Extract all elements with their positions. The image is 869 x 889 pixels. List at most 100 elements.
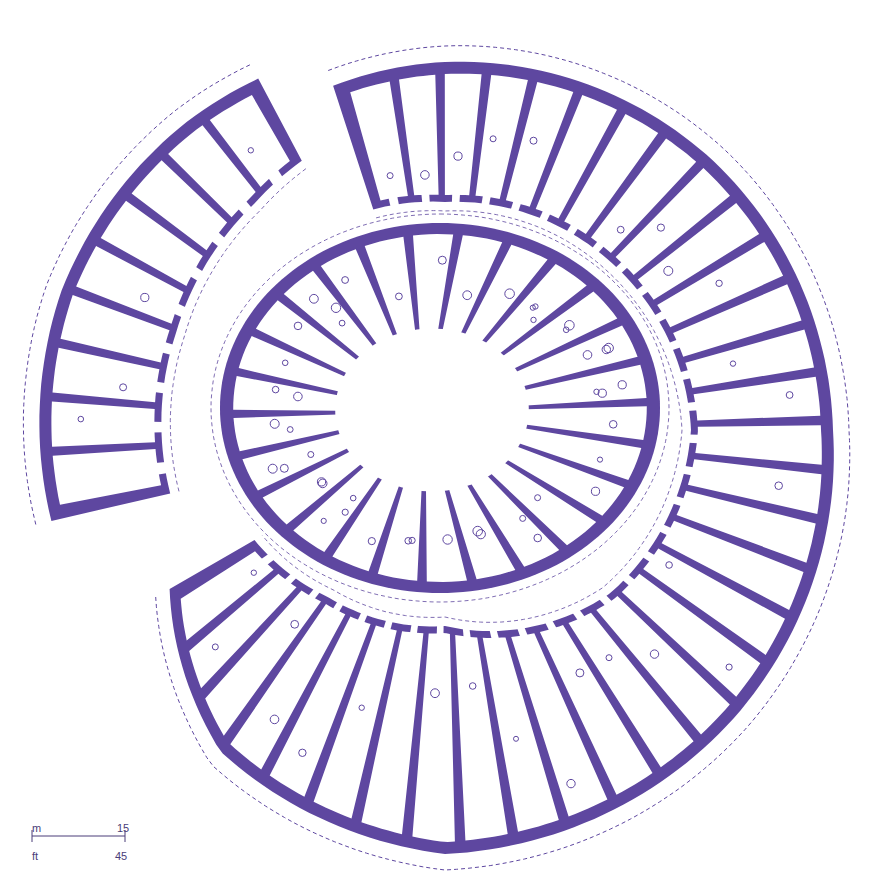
doorway (152, 422, 163, 433)
doorway (481, 194, 491, 206)
post-hole (490, 136, 496, 142)
post-hole (666, 562, 673, 569)
room (455, 635, 508, 841)
post-hole (583, 351, 592, 360)
doorway (388, 195, 399, 207)
post-hole (565, 321, 575, 331)
post-hole (368, 538, 375, 545)
post-hole (463, 291, 472, 300)
room (210, 95, 290, 187)
doorway (421, 193, 430, 204)
doorway (622, 574, 636, 587)
doorway (545, 620, 558, 632)
post-hole (291, 620, 299, 628)
doorway (437, 624, 444, 635)
post-hole (405, 538, 412, 545)
post-hole (317, 478, 325, 486)
post-hole (270, 419, 279, 428)
post-hole (438, 256, 446, 264)
post-hole (421, 171, 430, 180)
doorway (463, 627, 471, 639)
doorway (211, 232, 226, 248)
post-hole (342, 509, 348, 515)
doorway (686, 402, 698, 411)
doorway (410, 623, 418, 635)
post-hole (331, 303, 340, 312)
post-hole (78, 416, 84, 422)
post-hole (563, 327, 569, 333)
doorway (679, 370, 692, 380)
post-hole (359, 705, 364, 710)
inner-ring-wall (220, 223, 660, 593)
post-hole (141, 293, 149, 301)
post-hole (282, 360, 288, 366)
post-hole (339, 320, 345, 326)
room (694, 377, 821, 421)
doorway (642, 550, 656, 562)
doorway (566, 223, 579, 236)
post-hole (350, 495, 356, 501)
doorway (161, 342, 174, 355)
doorway (260, 553, 275, 565)
post-hole (396, 293, 403, 300)
room (365, 237, 416, 336)
post-hole (597, 457, 602, 462)
scale-line (32, 836, 125, 837)
room (685, 330, 814, 389)
post-hole (530, 305, 535, 310)
post-hole (268, 464, 277, 473)
post-hole (476, 530, 485, 539)
scale-label: 15 (117, 822, 129, 834)
room (51, 402, 155, 447)
post-hole (299, 749, 306, 756)
room (399, 75, 439, 196)
doorway (237, 200, 252, 216)
post-hole (726, 664, 732, 670)
doorway (383, 619, 393, 631)
post-hole (604, 343, 613, 352)
post-hole (775, 482, 783, 490)
post-hole (716, 280, 722, 286)
doorway (539, 210, 551, 223)
post-hole (469, 683, 476, 690)
scale-label-holder: 45 (115, 846, 127, 864)
doorway (489, 629, 499, 640)
post-hole (531, 317, 536, 322)
post-hole (576, 669, 584, 677)
doorway (452, 193, 460, 204)
room-interiors (51, 74, 821, 842)
room (695, 425, 822, 465)
doorway (284, 573, 298, 585)
post-hole (520, 515, 526, 521)
post-hole (120, 384, 127, 391)
room (181, 551, 274, 640)
post-hole (321, 518, 326, 523)
post-hole (618, 381, 626, 389)
room (445, 74, 482, 196)
post-hole (609, 421, 617, 429)
doorway (658, 524, 672, 536)
post-holes (78, 136, 793, 788)
doorway (636, 284, 650, 297)
doorway (592, 240, 605, 253)
post-hole (280, 464, 288, 472)
post-hole (650, 650, 658, 658)
doorway (173, 303, 187, 318)
post-hole (606, 655, 612, 661)
post-hole (530, 137, 537, 144)
post-hole (308, 452, 314, 458)
corridor-edge (211, 214, 669, 602)
post-hole (248, 148, 253, 153)
post-hole (535, 495, 541, 501)
scale-label-holder: m (32, 818, 41, 836)
post-hole (212, 644, 218, 650)
doorway (615, 261, 629, 274)
doorway (357, 611, 368, 623)
doorway (682, 466, 695, 476)
doorway (599, 594, 613, 606)
doorway (154, 381, 166, 393)
post-hole (431, 689, 440, 698)
doorway (308, 588, 321, 600)
scale-label: m (32, 822, 41, 834)
